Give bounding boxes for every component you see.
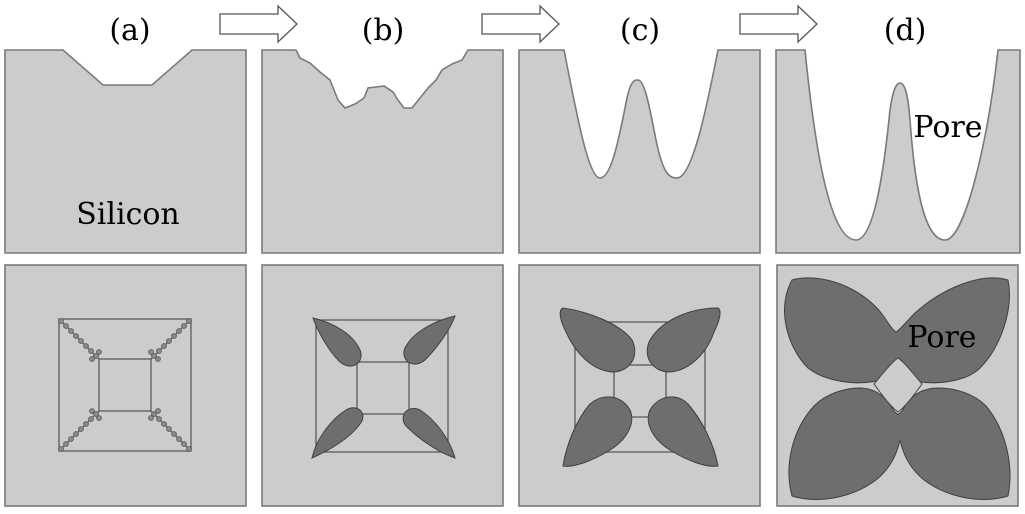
- process-arrow-bc: [481, 4, 560, 44]
- pit-inner-edge-a: [98, 358, 152, 412]
- plan-view-c: [518, 264, 761, 507]
- pit-outer-edge-a: [58, 318, 192, 452]
- pore-lobes-b: [311, 315, 456, 459]
- cross-section-a: [4, 49, 247, 254]
- merged-pore-d: [784, 277, 1010, 384]
- panel-label-c: (c): [620, 13, 660, 48]
- pore-lobes-c: [559, 307, 721, 467]
- cross-section-d: [775, 49, 1021, 254]
- pit-outer-edge-c: [574, 321, 706, 453]
- plan-view-a: [4, 264, 247, 507]
- pore-label-cross-section: Pore: [913, 110, 982, 145]
- plan-view-b: [261, 264, 504, 507]
- pit-outer-edge-b: [315, 319, 449, 453]
- process-arrow-cd: [739, 4, 818, 44]
- pit-inner-edge-b: [356, 361, 410, 415]
- panel-label-b: (b): [362, 13, 405, 48]
- nucleation-dots-a: [58, 318, 192, 452]
- merged-pore-d-lower: [788, 387, 1011, 500]
- silicon-label: Silicon: [76, 197, 180, 232]
- panel-label-a: (a): [109, 13, 150, 48]
- pore-label-plan-view: Pore: [907, 320, 976, 355]
- cross-section-c: [518, 49, 761, 254]
- pit-inner-edge-c: [613, 364, 667, 418]
- panel-label-d: (d): [884, 13, 927, 48]
- process-arrow-ab: [219, 4, 298, 44]
- cross-section-b: [261, 49, 504, 254]
- pore-center-opening-d: [873, 357, 923, 413]
